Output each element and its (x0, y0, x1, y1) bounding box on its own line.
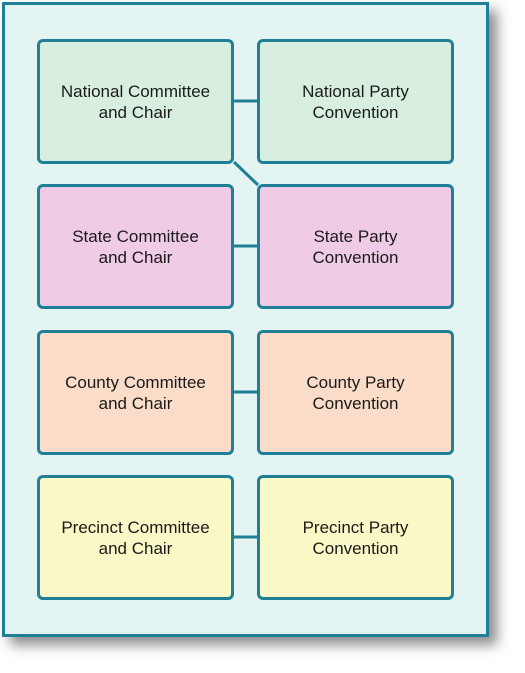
state-convention-box: State Party Convention (257, 184, 454, 309)
state-convention-label: State Party Convention (312, 226, 399, 267)
county-convention-box: County Party Convention (257, 330, 454, 455)
county-committee-label: County Committee and Chair (65, 372, 206, 413)
national-convention-box: National Party Convention (257, 39, 454, 164)
state-committee-box: State Committee and Chair (37, 184, 234, 309)
precinct-convention-box: Precinct Party Convention (257, 475, 454, 600)
national-committee-label: National Committee and Chair (60, 81, 211, 122)
county-convention-label: County Party Convention (306, 372, 405, 413)
county-committee-box: County Committee and Chair (37, 330, 234, 455)
precinct-committee-label: Precinct Committee and Chair (61, 517, 210, 558)
national-committee-box: National Committee and Chair (37, 39, 234, 164)
connector-national-to-state-convention (232, 160, 260, 187)
precinct-committee-box: Precinct Committee and Chair (37, 475, 234, 600)
state-committee-label: State Committee and Chair (72, 226, 199, 267)
precinct-convention-label: Precinct Party Convention (302, 517, 409, 558)
national-convention-label: National Party Convention (302, 81, 409, 122)
